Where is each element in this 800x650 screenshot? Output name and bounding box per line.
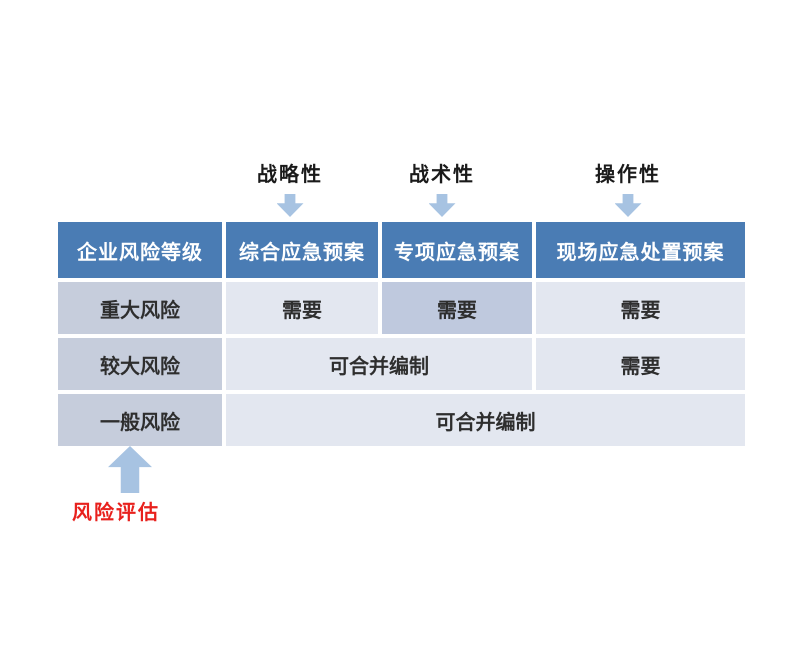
row-major-risk-comprehensive: 需要 [226, 282, 378, 334]
annotation-tactical: 战术性 [397, 158, 487, 217]
row-major-risk-onsite: 需要 [536, 282, 745, 334]
operational-label: 操作性 [595, 162, 661, 186]
row-larger-risk-level: 较大风险 [58, 338, 222, 390]
tactical-label: 战术性 [409, 162, 475, 186]
row-major-risk-level: 重大风险 [58, 282, 222, 334]
header-cell-comprehensive-plan: 综合应急预案 [226, 222, 378, 278]
header-cell-onsite-plan: 现场应急处置预案 [536, 222, 745, 278]
header-cell-special-plan: 专项应急预案 [382, 222, 532, 278]
arrow-down-icon [428, 194, 456, 217]
annotation-strategic: 战略性 [245, 158, 335, 217]
row-general-risk-level: 一般风险 [58, 394, 222, 446]
row-general-risk-merged: 可合并编制 [226, 394, 745, 446]
header-cell-risk-level: 企业风险等级 [58, 222, 222, 278]
row-larger-risk-merged: 可合并编制 [226, 338, 532, 390]
annotation-operational: 操作性 [583, 158, 673, 217]
row-major-risk-special: 需要 [382, 282, 532, 334]
strategic-label: 战略性 [257, 162, 323, 186]
risk-plan-table: 企业风险等级 综合应急预案 专项应急预案 现场应急处置预案 重大风险 需要 需要… [58, 222, 745, 446]
row-larger-risk-onsite: 需要 [536, 338, 745, 390]
arrow-up-icon [108, 446, 152, 493]
arrow-down-icon [614, 194, 642, 217]
risk-assessment-label: 风险评估 [72, 500, 160, 524]
arrow-down-icon [276, 194, 304, 217]
